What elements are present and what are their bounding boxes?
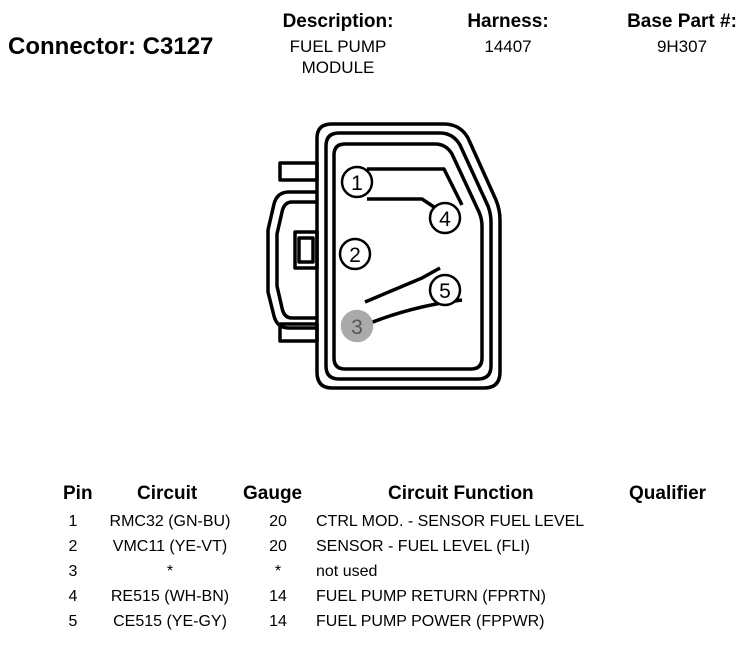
latch-detail-outer [293, 230, 319, 270]
connector-latch-inner [275, 200, 317, 320]
pin-4: 4 [428, 201, 462, 235]
row-function: not used [316, 563, 378, 580]
header-pin: Pin [63, 483, 93, 504]
row-gauge: 20 [269, 513, 287, 530]
connector-housing-middle [324, 131, 493, 381]
pin-label-5: 5 [439, 280, 451, 303]
row-gauge: 14 [269, 588, 287, 605]
row-function: FUEL PUMP RETURN (FPRTN) [316, 588, 546, 605]
base-part-value: 9H307 [656, 37, 708, 56]
harness-label: Harness: [467, 11, 549, 32]
harness-value: 14407 [484, 37, 532, 56]
table-row: 2 VMC11 (YE-VT) 20 SENSOR - FUEL LEVEL (… [0, 538, 755, 559]
connector-housing-outer [315, 122, 502, 390]
description-column: Description: FUEL PUMP MODULE [268, 10, 408, 78]
pin-label-4: 4 [439, 208, 451, 231]
header-circuit-function: Circuit Function [388, 483, 534, 504]
connector-latch [266, 190, 317, 330]
row-circuit: CE515 (YE-GY) [113, 613, 227, 630]
base-part-label: Base Part #: [627, 11, 737, 32]
connector-tab-bottom [278, 322, 319, 343]
base-part-column: Base Part #: 9H307 [613, 10, 751, 57]
row-pin: 2 [68, 538, 78, 555]
pin-2: 2 [338, 237, 372, 271]
row-circuit: RMC32 (GN-BU) [109, 513, 231, 530]
connector-tab-top [278, 161, 319, 182]
harness-column: Harness: 14407 [448, 10, 568, 57]
row-pin: 3 [68, 563, 78, 580]
pin-5: 5 [428, 273, 462, 307]
latch-detail-inner [297, 236, 315, 264]
row-pin: 4 [68, 588, 78, 605]
row-function: FUEL PUMP POWER (FPPWR) [316, 613, 545, 630]
pin-label-2: 2 [349, 244, 361, 267]
table-row: 5 CE515 (YE-GY) 14 FUEL PUMP POWER (FPPW… [0, 613, 755, 634]
description-value-line1: FUEL PUMP [289, 37, 387, 56]
row-function: CTRL MOD. - SENSOR FUEL LEVEL [316, 513, 585, 530]
table-row: 1 RMC32 (GN-BU) 20 CTRL MOD. - SENSOR FU… [0, 513, 755, 534]
pin-1: 1 [340, 165, 374, 199]
connector-face-diagram: 1 2 3 4 5 [266, 122, 502, 390]
table-row: 4 RE515 (WH-BN) 14 FUEL PUMP RETURN (FPR… [0, 588, 755, 609]
pin-cavity-contour [364, 167, 464, 327]
header-gauge: Gauge [243, 483, 303, 504]
row-function: SENSOR - FUEL LEVEL (FLI) [316, 538, 530, 555]
row-gauge: 20 [269, 538, 287, 555]
pin-label-1: 1 [351, 172, 363, 195]
pin-3: 3 [340, 309, 374, 343]
header-circuit: Circuit [137, 483, 198, 504]
row-circuit: * [166, 563, 174, 580]
description-label: Description: [282, 11, 394, 32]
connector-cavity [332, 142, 484, 371]
connector-title: Connector: C3127 [8, 33, 214, 60]
row-pin: 1 [68, 513, 78, 530]
table-row: 3 * * not used [0, 563, 755, 584]
row-pin: 5 [68, 613, 78, 630]
row-circuit: VMC11 (YE-VT) [112, 538, 228, 555]
row-gauge: * [274, 563, 282, 580]
row-circuit: RE515 (WH-BN) [110, 588, 230, 605]
row-gauge: 14 [269, 613, 287, 630]
description-value-line2: MODULE [301, 58, 375, 77]
header-qualifier: Qualifier [629, 483, 707, 504]
pin-label-3: 3 [351, 316, 363, 339]
